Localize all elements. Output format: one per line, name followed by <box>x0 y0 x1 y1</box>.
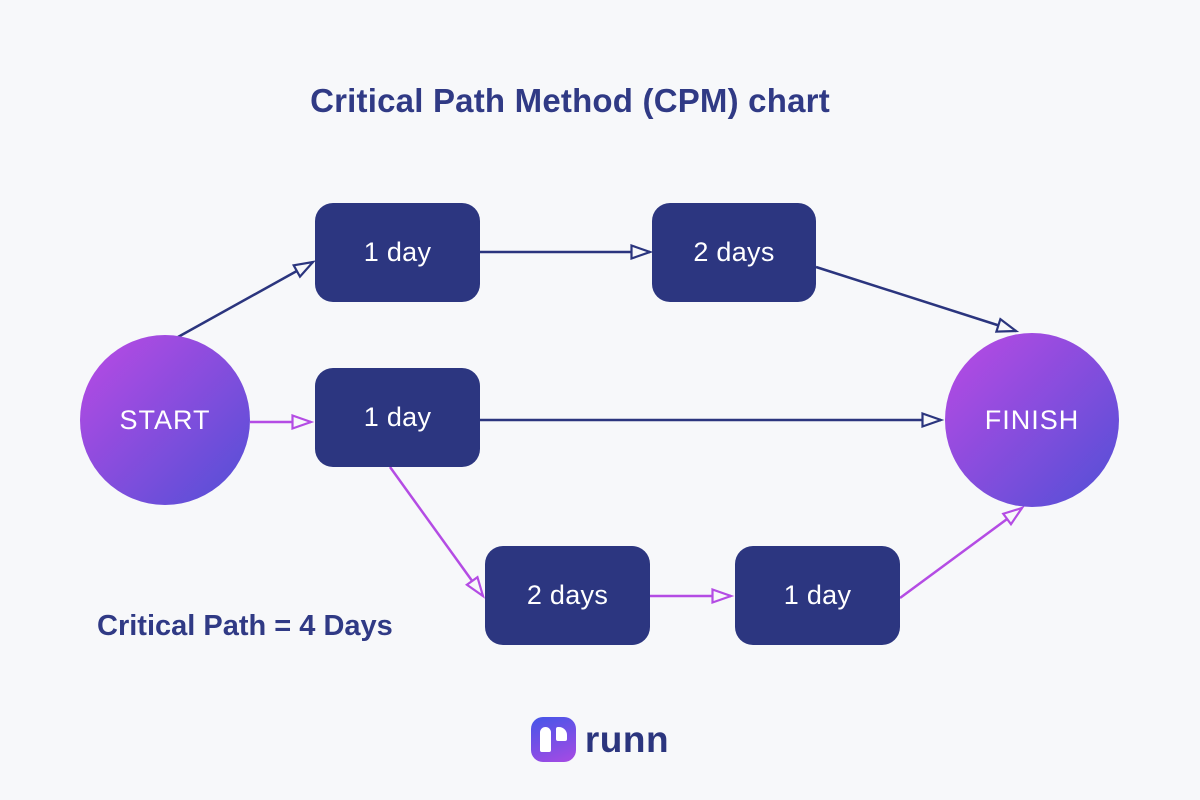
runn-logo-icon <box>530 717 576 762</box>
node-task-bottom-1: 2 days <box>485 546 650 645</box>
node-task-mid-1: 1 day <box>315 368 480 467</box>
node-task-label: 1 day <box>783 580 852 610</box>
edge-start-to-task-top-1 <box>177 262 313 339</box>
node-start: START <box>80 335 250 505</box>
edge-task-top-2-to-finish <box>815 265 1016 331</box>
node-task-label: 1 day <box>363 402 432 432</box>
node-task-bottom-2: 1 day <box>735 546 900 645</box>
runn-logo-text: runn <box>584 719 670 760</box>
node-finish: FINISH <box>945 333 1119 507</box>
node-task-label: 1 day <box>363 237 432 267</box>
node-task-top-1: 1 day <box>315 203 480 302</box>
runn-logo-icon-stem <box>539 727 551 752</box>
node-task-label: 2 days <box>526 580 609 610</box>
node-task-top-2: 2 days <box>652 203 816 302</box>
runn-logo: runn <box>0 717 1200 762</box>
edge-task-mid-1-to-task-bottom-1 <box>388 466 483 596</box>
critical-path-caption: Critical Path = 4 Days <box>97 610 393 642</box>
edge-task-bottom-2-to-finish <box>899 508 1022 600</box>
page-title: Critical Path Method (CPM) chart <box>310 82 830 119</box>
node-start-label: START <box>119 404 211 435</box>
node-finish-label: FINISH <box>984 404 1080 435</box>
runn-logo-icon-arm <box>555 727 567 741</box>
node-task-label: 2 days <box>693 237 775 267</box>
